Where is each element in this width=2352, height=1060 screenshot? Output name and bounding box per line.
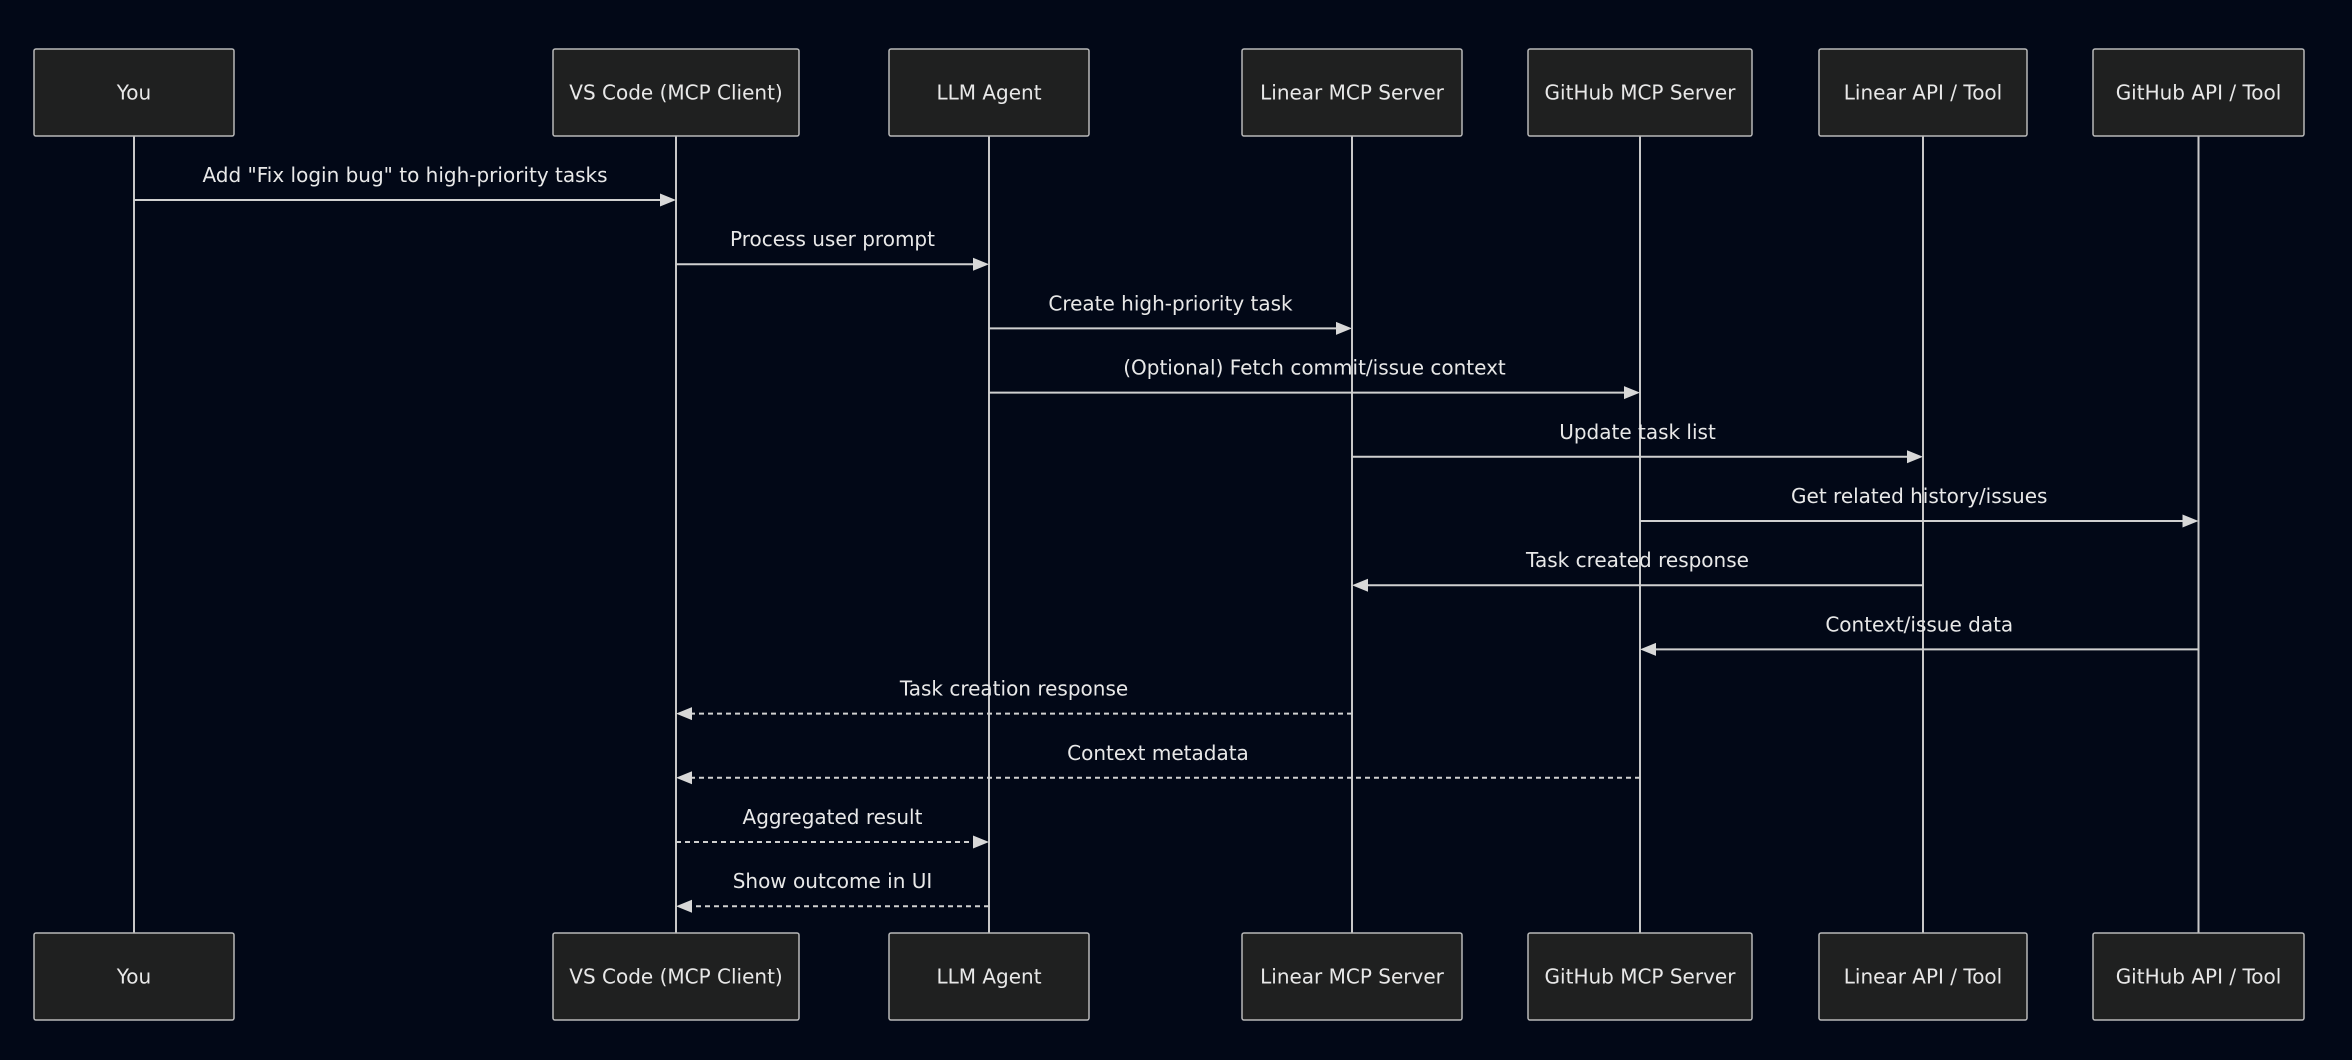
- participant-label: VS Code (MCP Client): [569, 81, 782, 105]
- participant-box: [552, 48, 800, 137]
- participant-box: [33, 932, 235, 1021]
- participant-box: [1527, 932, 1753, 1021]
- participant-label: GitHub MCP Server: [1545, 965, 1737, 989]
- participant-linear_mcp-bottom: Linear MCP Server: [1241, 932, 1463, 1021]
- message-label: Context/issue data: [1825, 612, 2013, 636]
- message-6: Get related history/issues: [1640, 484, 2199, 528]
- message-8: Context/issue data: [1640, 612, 2199, 656]
- lifelines: [133, 136, 2200, 933]
- participant-llm-top: LLM Agent: [888, 48, 1090, 137]
- message-label: Task creation response: [899, 677, 1128, 701]
- message-arrowhead: [660, 193, 676, 207]
- message-label: Process user prompt: [730, 227, 935, 251]
- message-label: Show outcome in UI: [733, 869, 933, 893]
- participant-label: VS Code (MCP Client): [569, 965, 782, 989]
- participant-label: GitHub MCP Server: [1545, 81, 1737, 105]
- message-arrowhead: [1640, 642, 1656, 656]
- participant-linear_api-top: Linear API / Tool: [1818, 48, 2028, 137]
- message-9: Task creation response: [676, 677, 1352, 721]
- message-7: Task created response: [1352, 548, 1923, 592]
- message-5: Update task list: [1352, 420, 1923, 464]
- message-3: Create high-priority task: [989, 291, 1352, 335]
- participants-top: You VS Code (MCP Client) LLM Agent Linear M…: [33, 48, 2305, 137]
- message-arrowhead: [1352, 578, 1368, 592]
- message-label: Context metadata: [1067, 741, 1249, 765]
- participant-label: Linear API / Tool: [1844, 965, 2002, 989]
- participant-label: LLM Agent: [936, 81, 1041, 105]
- message-11: Aggregated result: [676, 805, 989, 849]
- participant-box: [888, 48, 1090, 137]
- message-arrowhead: [676, 899, 692, 913]
- participant-github_api-bottom: GitHub API / Tool: [2092, 932, 2305, 1021]
- message-arrowhead: [676, 707, 692, 721]
- message-arrowhead: [1907, 450, 1923, 464]
- participant-label: GitHub API / Tool: [2116, 965, 2282, 989]
- message-label: Task created response: [1525, 548, 1749, 572]
- participant-label: You: [116, 81, 151, 105]
- message-arrowhead: [973, 835, 989, 849]
- participant-llm-bottom: LLM Agent: [888, 932, 1090, 1021]
- message-arrowhead: [676, 771, 692, 785]
- participant-label: Linear API / Tool: [1844, 81, 2002, 105]
- participant-github_mcp-bottom: GitHub MCP Server: [1527, 932, 1753, 1021]
- participant-box: [888, 932, 1090, 1021]
- participant-box: [1527, 48, 1753, 137]
- participant-you-top: You: [33, 48, 235, 137]
- participant-box: [1241, 48, 1463, 137]
- participant-github_mcp-top: GitHub MCP Server: [1527, 48, 1753, 137]
- message-label: (Optional) Fetch commit/issue context: [1123, 356, 1506, 380]
- participant-you-bottom: You: [33, 932, 235, 1021]
- message-1: Add "Fix login bug" to high-priority tas…: [134, 163, 676, 207]
- participant-linear_api-bottom: Linear API / Tool: [1818, 932, 2028, 1021]
- message-2: Process user prompt: [676, 227, 989, 271]
- message-arrowhead: [1624, 386, 1640, 400]
- participant-label: You: [116, 965, 151, 989]
- participant-label: Linear MCP Server: [1260, 965, 1445, 989]
- participant-label: GitHub API / Tool: [2116, 81, 2282, 105]
- participant-box: [1241, 932, 1463, 1021]
- participant-box: [1818, 48, 2028, 137]
- message-10: Context metadata: [676, 741, 1640, 785]
- message-4: (Optional) Fetch commit/issue context: [989, 356, 1640, 400]
- message-12: Show outcome in UI: [676, 869, 989, 913]
- participant-box: [33, 48, 235, 137]
- messages: Add "Fix login bug" to high-priority tas…: [134, 163, 2199, 913]
- participant-linear_mcp-top: Linear MCP Server: [1241, 48, 1463, 137]
- participant-box: [1818, 932, 2028, 1021]
- message-label: Get related history/issues: [1791, 484, 2047, 508]
- participant-label: LLM Agent: [936, 965, 1041, 989]
- participants-bottom: You VS Code (MCP Client) LLM Agent Linear M…: [33, 932, 2305, 1021]
- participant-box: [552, 932, 800, 1021]
- participant-box: [2092, 48, 2305, 137]
- message-label: Add "Fix login bug" to high-priority tas…: [202, 163, 607, 187]
- participant-vscode-top: VS Code (MCP Client): [552, 48, 800, 137]
- participant-vscode-bottom: VS Code (MCP Client): [552, 932, 800, 1021]
- message-label: Update task list: [1559, 420, 1716, 444]
- message-label: Create high-priority task: [1048, 291, 1293, 315]
- participant-label: Linear MCP Server: [1260, 81, 1445, 105]
- message-arrowhead: [2182, 514, 2199, 528]
- message-arrowhead: [973, 257, 989, 271]
- participant-github_api-top: GitHub API / Tool: [2092, 48, 2305, 137]
- participant-box: [2092, 932, 2305, 1021]
- message-arrowhead: [1336, 321, 1352, 335]
- message-label: Aggregated result: [743, 805, 923, 829]
